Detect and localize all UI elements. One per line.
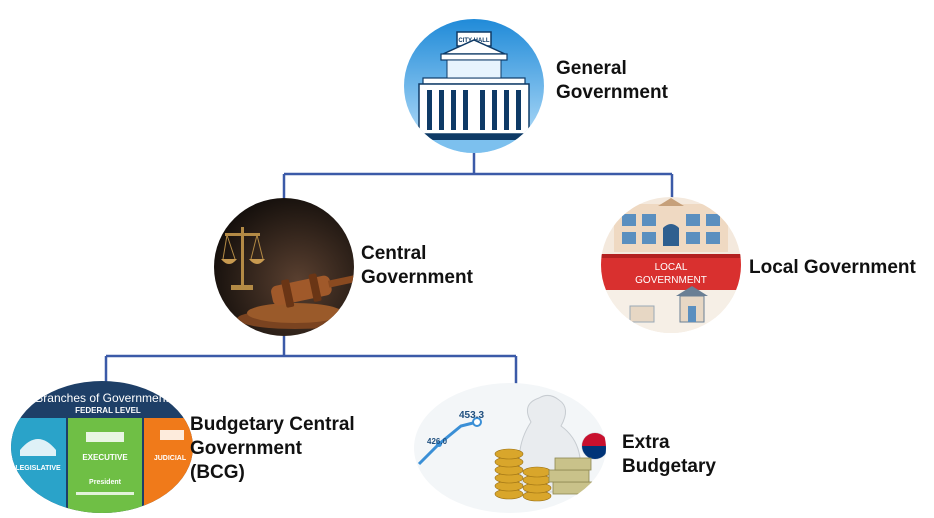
branches-of-government-icon: Branches of Government FEDERAL LEVEL LEG… [11, 381, 193, 513]
branches-col3: JUDICIAL [154, 455, 187, 462]
city-hall-icon: CITY HALL [404, 19, 544, 153]
local-sign-line1: LOCAL [655, 262, 688, 273]
branches-subheader: FEDERAL LEVEL [75, 406, 141, 415]
chart-value-1: 453.3 [459, 410, 484, 421]
node-label-local-government: Local Government [749, 257, 916, 278]
branches-col2: EXECUTIVE [82, 453, 128, 462]
node-label-bcg: Budgetary Central Government (BCG) [190, 414, 355, 483]
edge-general-children [282, 150, 674, 198]
edge-central-children [104, 336, 518, 392]
money-bags-chart-icon: 453.3 426.0 [414, 383, 606, 513]
branches-header: Branches of Government [35, 391, 169, 405]
local-sign-line2: GOVERNMENT [635, 275, 707, 286]
gavel-and-scales-icon [214, 198, 354, 336]
local-government-building-icon: LOCAL GOVERNMENT [601, 197, 741, 333]
node-label-extra-budgetary: Extra Budgetary [622, 432, 716, 477]
node-label-general-government: General Government [556, 58, 668, 103]
node-label-central-government: Central Government [361, 243, 473, 288]
branches-col2-sub: President [89, 479, 122, 486]
chart-value-2: 426.0 [427, 437, 448, 446]
branches-col1: LEGISLATIVE [15, 465, 61, 472]
